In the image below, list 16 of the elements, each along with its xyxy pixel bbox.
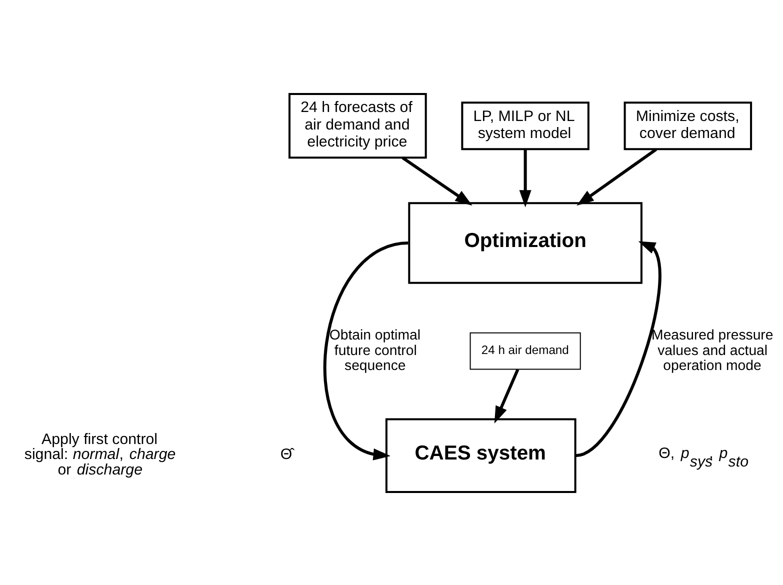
node-box: Optimization xyxy=(408,202,642,284)
node-box: 24 h forecasts of air demand and electricity price xyxy=(288,92,426,158)
edge-label: Measured pressure values and actual operation mode xyxy=(651,326,773,372)
node-box: 24 h air demand xyxy=(469,332,580,370)
node-box: Minimize costs, cover demand xyxy=(623,101,752,150)
arrow xyxy=(576,148,657,206)
arrow xyxy=(574,240,661,457)
arrow xyxy=(494,368,519,423)
arrow xyxy=(518,148,531,207)
arrow xyxy=(401,156,472,206)
label: Apply first control signal: normal, charge or discharge xyxy=(24,430,176,478)
arrow xyxy=(322,241,408,460)
node-box: LP, MILP or NL system model xyxy=(460,101,589,150)
node-box: CAES system xyxy=(384,418,576,492)
label: Θ̂ xyxy=(280,446,292,463)
edge-label: Obtain optimal future control sequence xyxy=(328,326,420,372)
